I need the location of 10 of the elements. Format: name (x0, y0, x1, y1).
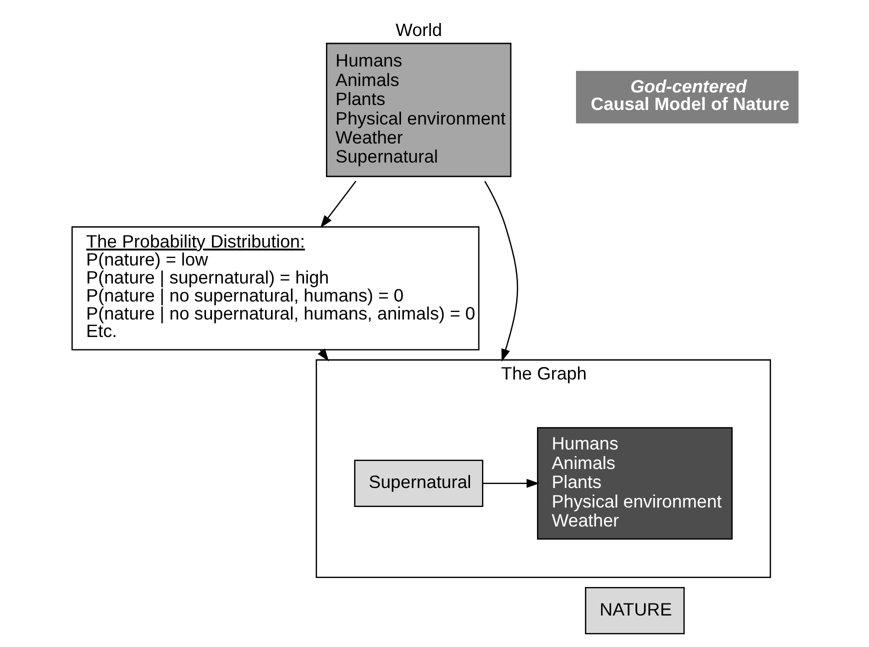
node-box: Humans Animals Plants Physical environment Weather (536, 427, 732, 540)
node-box: God-centered Causal Model of Nature (576, 70, 798, 124)
arrow (484, 180, 518, 362)
arrow (317, 348, 328, 362)
node-label: World (395, 20, 442, 40)
arrow (320, 180, 356, 228)
arrow (482, 478, 539, 488)
node-box: Supernatural (354, 460, 483, 508)
node-box: NATURE (584, 586, 684, 634)
node-box: The Probability Distribution: P(nature) = low P(nature | supernatural) = high P(nature | no supernatural, humans) = 0 P(nature | no supernatural, humans, animals) = 0 Etc. (70, 226, 479, 350)
